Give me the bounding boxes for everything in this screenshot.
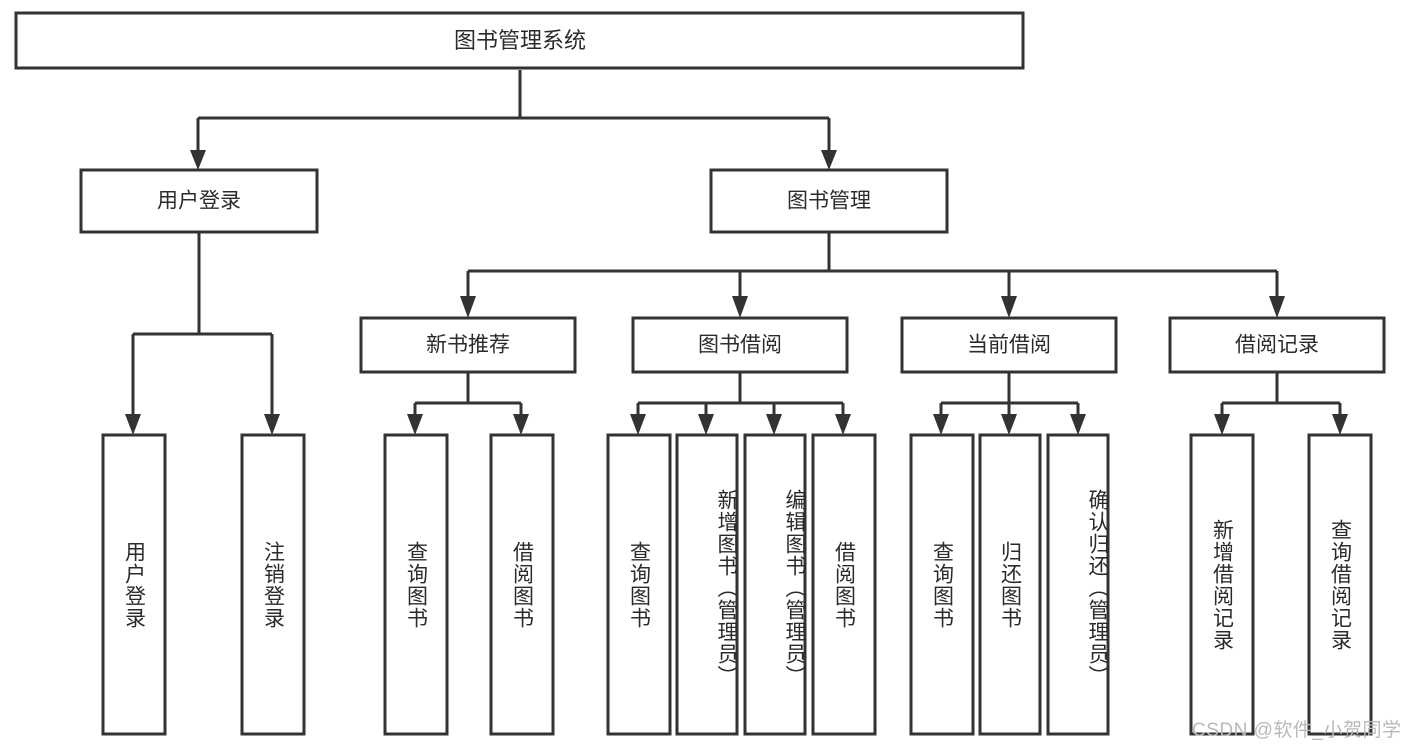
node-user-login-label: 用户登录 xyxy=(157,190,241,213)
arrowhead-to-leaf-edit-book xyxy=(766,414,782,435)
node-new-book-recommend-label: 新书推荐 xyxy=(426,334,510,357)
arrowhead-to-leaf-query-book-3 xyxy=(933,414,949,435)
connector-userlogin-to-bus xyxy=(131,232,274,417)
node-leaf-edit-book-box[interactable] xyxy=(743,433,807,736)
node-root[interactable]: 图书管理系统 xyxy=(14,11,1025,70)
node-new-book-recommend-box[interactable] xyxy=(359,316,577,374)
arrowhead-to-leaf-confirm-return xyxy=(1070,414,1086,435)
node-leaf-confirm-return-box[interactable] xyxy=(1046,433,1110,736)
node-book-management[interactable]: 图书管理 xyxy=(709,168,949,234)
arrowhead-to-leaf-query-book-1 xyxy=(407,414,423,435)
arrowhead-to-leaf-borrow-book-2 xyxy=(835,414,851,435)
arrowhead-to-leaf-borrow-book-1 xyxy=(513,414,529,435)
node-user-login-box[interactable] xyxy=(79,168,319,234)
arrowhead-to-leaf-add-book xyxy=(698,414,714,435)
node-current-borrow[interactable]: 当前借阅 xyxy=(900,316,1118,374)
node-book-borrow-box[interactable] xyxy=(631,316,849,374)
node-leaf-query-borrow-record-box[interactable] xyxy=(1307,433,1373,736)
arrowhead-to-borrow-record xyxy=(1269,296,1285,318)
node-leaf-user-login-box[interactable] xyxy=(101,433,167,736)
node-borrow-record[interactable]: 借阅记录 xyxy=(1168,316,1386,374)
connector-root-to-bus xyxy=(196,70,831,152)
node-borrow-record-label: 借阅记录 xyxy=(1235,334,1319,357)
connector-borrowrecord-to-bus xyxy=(1220,372,1342,417)
connector-newbook-to-bus xyxy=(413,372,523,417)
node-borrow-record-box[interactable] xyxy=(1168,316,1386,374)
arrowhead-to-book-borrow xyxy=(732,296,748,318)
node-leaf-add-book-box[interactable] xyxy=(675,433,739,736)
node-leaf-query-book-3-box[interactable] xyxy=(909,433,975,736)
arrowhead-to-leaf-add-borrow-record xyxy=(1214,414,1230,435)
arrowhead-to-leaf-query-book-2 xyxy=(630,414,646,435)
connector-bookborrow-to-bus xyxy=(636,372,845,417)
node-user-login[interactable]: 用户登录 xyxy=(79,168,319,234)
node-book-management-box[interactable] xyxy=(709,168,949,234)
node-root-label: 图书管理系统 xyxy=(454,28,586,53)
arrowhead-to-new-book-recommend xyxy=(460,296,476,318)
node-leaf-borrow-book-2-box[interactable] xyxy=(811,433,877,736)
arrowhead-to-leaf-return-book xyxy=(1001,414,1017,435)
node-leaf-add-borrow-record-box[interactable] xyxy=(1189,433,1255,736)
node-book-borrow[interactable]: 图书借阅 xyxy=(631,316,849,374)
node-current-borrow-label: 当前借阅 xyxy=(967,334,1051,357)
node-leaf-query-book-2-box[interactable] xyxy=(606,433,672,736)
leaf-boxes-layer xyxy=(101,433,1373,736)
arrowhead-to-book-management xyxy=(821,150,837,170)
node-leaf-return-book-box[interactable] xyxy=(978,433,1042,736)
arrowhead-to-current-borrow xyxy=(1001,296,1017,318)
node-leaf-logout-login-box[interactable] xyxy=(240,433,306,736)
connector-bookmgmt-to-bus xyxy=(466,232,1279,298)
connector-currentborrow-to-bus xyxy=(939,372,1080,417)
arrowhead-to-leaf-logout-login xyxy=(264,414,280,435)
arrowhead-to-leaf-user-login xyxy=(125,414,141,435)
node-root-box[interactable] xyxy=(14,11,1025,70)
node-book-borrow-label: 图书借阅 xyxy=(698,334,782,357)
node-book-management-label: 图书管理 xyxy=(787,190,871,213)
connectors-layer xyxy=(125,70,1348,435)
node-new-book-recommend[interactable]: 新书推荐 xyxy=(359,316,577,374)
node-current-borrow-box[interactable] xyxy=(900,316,1118,374)
csdn-watermark: CSDN @软件_小贺同学 xyxy=(1192,720,1402,741)
node-leaf-borrow-book-1-box[interactable] xyxy=(489,433,555,736)
node-leaf-query-book-1-box[interactable] xyxy=(383,433,449,736)
arrowhead-to-leaf-query-borrow-record xyxy=(1332,414,1348,435)
arrowhead-to-user-login xyxy=(190,150,206,170)
